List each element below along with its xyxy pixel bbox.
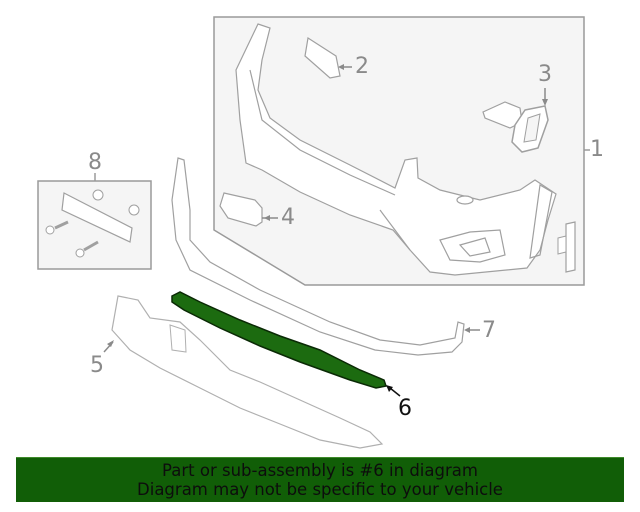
bumper-cover-part-1[interactable] — [235, 23, 557, 276]
callout-4[interactable]: 4 — [281, 205, 295, 230]
callout-1[interactable]: 1 — [590, 137, 604, 162]
callout-3[interactable]: 3 — [538, 62, 552, 87]
part-5-absorber[interactable] — [103, 295, 384, 449]
callout-7[interactable]: 7 — [482, 318, 496, 343]
part-2-washer-cap[interactable] — [304, 37, 352, 79]
callout-2[interactable]: 2 — [355, 54, 369, 79]
callout-8[interactable]: 8 — [88, 150, 102, 175]
callout-6[interactable]: 6 — [398, 396, 412, 421]
callout-5[interactable]: 5 — [90, 353, 104, 378]
info-banner: Part or sub-assembly is #6 in diagram Di… — [16, 457, 624, 502]
part-4-washer-cap[interactable] — [219, 192, 278, 227]
part-7-lower-valance[interactable] — [171, 157, 480, 356]
banner-part-note: Part or sub-assembly is #6 in diagram — [162, 461, 478, 480]
part-8-emblem-group[interactable] — [37, 173, 152, 270]
banner-disclaimer: Diagram may not be specific to your vehi… — [137, 480, 503, 499]
side-clip — [557, 221, 576, 273]
part-3-fog-bracket[interactable] — [482, 88, 549, 153]
part-6-deflector-highlighted[interactable] — [171, 291, 401, 397]
